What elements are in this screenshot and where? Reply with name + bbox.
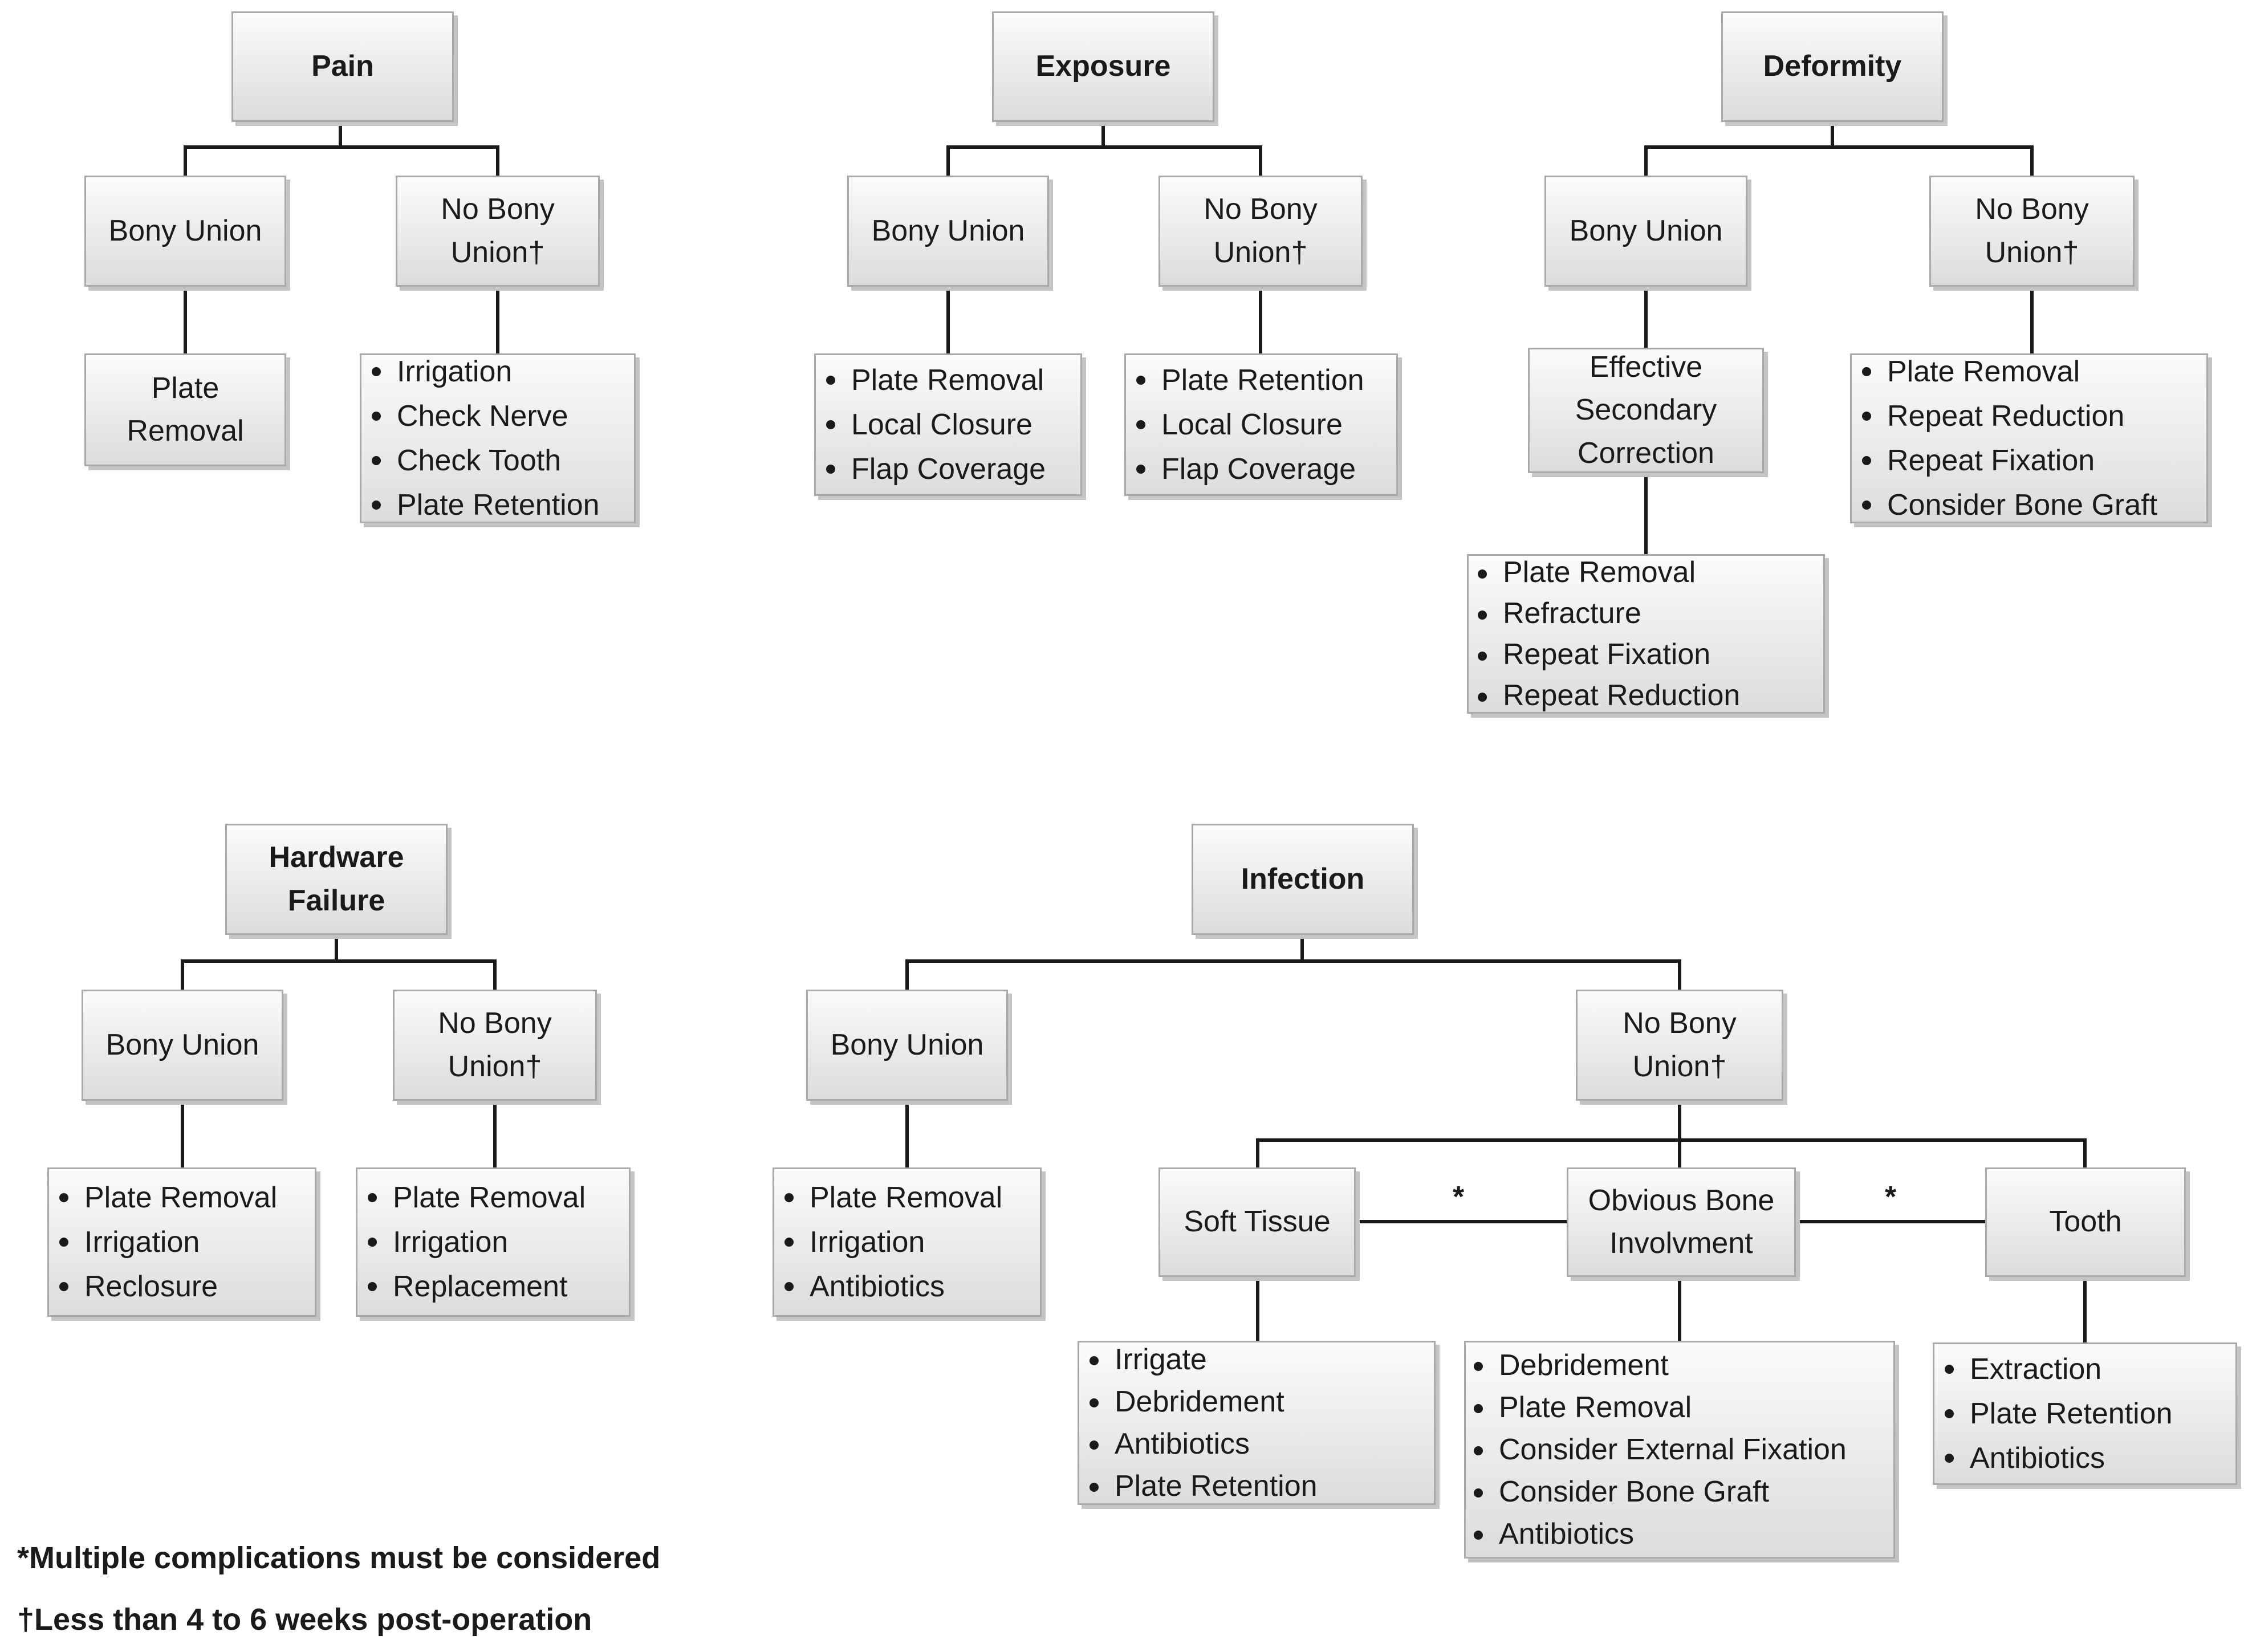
hardware-no-bony-union-node: No Bony Union† <box>393 990 597 1101</box>
pain-bony-union-node: Bony Union <box>84 176 286 287</box>
list-item: Plate Retention <box>372 483 627 527</box>
list-item: Reclosure <box>59 1264 308 1309</box>
list-item: Consider Bone Graft <box>1474 1471 1887 1513</box>
list-item: Plate Removal <box>1478 552 1816 593</box>
list-item: Plate Retention <box>1090 1465 1427 1507</box>
infection-sub-branch-line <box>1256 1138 2087 1169</box>
list-item: Local Closure <box>826 402 1074 447</box>
list-item: Plate Removal <box>1474 1386 1887 1429</box>
list-item: Replacement <box>368 1264 622 1309</box>
exposure-bony-actions: Plate Removal Local Closure Flap Coverag… <box>814 353 1082 496</box>
list-item: Flap Coverage <box>826 447 1074 491</box>
list-item: Plate Removal <box>1862 349 2200 394</box>
deformity-no-bony-union-node: No Bony Union† <box>1929 176 2135 287</box>
hardware-bony-actions: Plate Removal Irrigation Reclosure <box>47 1167 316 1317</box>
list-item: Plate Retention <box>1945 1391 2229 1436</box>
list-item: Irrigation <box>372 349 627 394</box>
list-item: Repeat Reduction <box>1862 394 2200 438</box>
obvious-bone-involvement-node: Obvious Bone Involvment <box>1567 1167 1796 1277</box>
infection-node: Infection <box>1192 824 1414 935</box>
hardware-no-bony-actions: Plate Removal Irrigation Replacement <box>356 1167 631 1317</box>
exposure-no-bony-actions: Plate Retention Local Closure Flap Cover… <box>1124 353 1398 496</box>
list-item: Plate Removal <box>368 1175 622 1220</box>
list-item: Repeat Fixation <box>1862 438 2200 483</box>
exposure-branch-line <box>946 145 1262 176</box>
soft-tissue-node: Soft Tissue <box>1158 1167 1356 1277</box>
pain-plate-removal-node: Plate Removal <box>84 353 286 466</box>
list-item: Antibiotics <box>1474 1513 1887 1555</box>
soft-tissue-actions: Irrigate Debridement Antibiotics Plate R… <box>1078 1341 1436 1505</box>
hardware-bony-union-node: Bony Union <box>82 990 283 1101</box>
list-item: Check Nerve <box>372 394 627 438</box>
exposure-no-bony-union-node: No Bony Union† <box>1158 176 1363 287</box>
footnote-multiple-complications: *Multiple complications must be consider… <box>17 1541 661 1575</box>
list-item: Flap Coverage <box>1136 447 1389 491</box>
list-item: Plate Retention <box>1136 358 1389 402</box>
list-item: Repeat Reduction <box>1478 675 1816 716</box>
deformity-node: Deformity <box>1721 11 1944 122</box>
infection-bony-actions: Plate Removal Irrigation Antibiotics <box>773 1167 1042 1317</box>
list-item: Check Tooth <box>372 438 627 483</box>
pain-no-bony-union-node: No Bony Union† <box>396 176 600 287</box>
infection-bony-union-node: Bony Union <box>806 990 1008 1101</box>
list-item: Antibiotics <box>1090 1423 1427 1465</box>
list-item: Refracture <box>1478 593 1816 634</box>
footnote-weeks-post-operation: †Less than 4 to 6 weeks post-operation <box>17 1602 592 1637</box>
exposure-bony-union-node: Bony Union <box>847 176 1049 287</box>
list-item: Extraction <box>1945 1347 2229 1391</box>
list-item: Debridement <box>1090 1381 1427 1423</box>
deformity-bony-union-node: Bony Union <box>1544 176 1747 287</box>
list-item: Plate Removal <box>59 1175 308 1220</box>
list-item: Debridement <box>1474 1344 1887 1386</box>
hardware-branch-line <box>181 959 497 990</box>
deformity-secondary-actions: Plate Removal Refracture Repeat Fixation… <box>1467 554 1825 714</box>
list-item: Plate Removal <box>826 358 1074 402</box>
exposure-node: Exposure <box>992 11 1214 122</box>
list-item: Antibiotics <box>1945 1436 2229 1480</box>
hardware-failure-node: Hardware Failure <box>225 824 448 935</box>
list-item: Irrigation <box>59 1220 308 1264</box>
list-item: Plate Removal <box>784 1175 1033 1220</box>
list-item: Consider Bone Graft <box>1862 483 2200 527</box>
multiple-complications-marker: * <box>1885 1181 1897 1214</box>
bone-involvement-actions: Debridement Plate Removal Consider Exter… <box>1464 1341 1895 1559</box>
multiple-complications-marker: * <box>1453 1181 1465 1214</box>
list-item: Irrigate <box>1090 1338 1427 1381</box>
pain-no-bony-actions: Irrigation Check Nerve Check Tooth Plate… <box>360 353 636 523</box>
list-item: Repeat Fixation <box>1478 634 1816 675</box>
infection-no-bony-union-node: No Bony Union† <box>1576 990 1783 1101</box>
pain-branch-line <box>184 145 499 176</box>
deformity-secondary-correction-node: Effective Secondary Correction <box>1528 348 1764 473</box>
list-item: Consider External Fixation <box>1474 1429 1887 1471</box>
infection-branch-line <box>905 959 1681 990</box>
deformity-branch-line <box>1644 145 2034 176</box>
list-item: Irrigation <box>368 1220 622 1264</box>
deformity-no-bony-actions: Plate Removal Repeat Reduction Repeat Fi… <box>1850 353 2208 523</box>
list-item: Local Closure <box>1136 402 1389 447</box>
list-item: Irrigation <box>784 1220 1033 1264</box>
tooth-node: Tooth <box>1985 1167 2186 1277</box>
pain-node: Pain <box>231 11 454 122</box>
tooth-actions: Extraction Plate Retention Antibiotics <box>1933 1342 2237 1485</box>
list-item: Antibiotics <box>784 1264 1033 1309</box>
